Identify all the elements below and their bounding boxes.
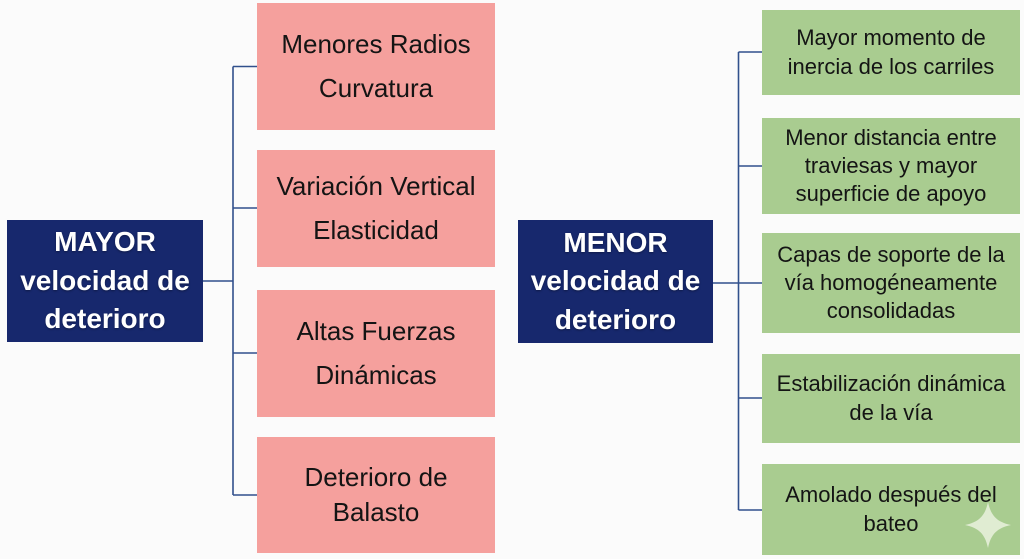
factor-node-line: Balasto	[332, 496, 420, 527]
factor-node-estabilizacion-dinamica: Estabilización dinámica de la vía	[762, 354, 1020, 443]
factor-node-deterioro-balasto: Deterioro de Balasto	[257, 437, 495, 553]
factor-node-line: consolidadas	[826, 298, 956, 324]
factor-node-altas-fuerzas: Altas Fuerzas Dinámicas	[257, 290, 495, 417]
factor-node-line: Mayor momento de	[796, 25, 986, 51]
root-node-line: deterioro	[554, 303, 677, 335]
root-node-menor-velocidad: MENOR velocidad de deterioro	[518, 220, 713, 343]
factor-node-line: Curvatura	[318, 72, 434, 103]
factor-node-line: Dinámicas	[315, 359, 437, 390]
factor-node-line: Variación Vertical	[276, 171, 476, 202]
factor-node-menores-radios: Menores Radios Curvatura	[257, 3, 495, 130]
root-node-line: deterioro	[44, 303, 166, 335]
factor-node-line: traviesas y mayor	[804, 152, 978, 178]
root-node-line: velocidad de	[530, 265, 701, 297]
factor-node-line: Deterioro de	[304, 462, 448, 493]
factor-node-line: Elasticidad	[313, 214, 439, 245]
factor-node-line: bateo	[863, 510, 919, 536]
factor-node-variacion-vertical: Variación Vertical Elasticidad	[257, 150, 495, 267]
factor-node-line: superficie de apoyo	[795, 181, 987, 207]
factor-node-distancia-traviesas: Menor distancia entre traviesas y mayor …	[762, 118, 1020, 214]
factor-node-line: Menor distancia entre	[785, 124, 997, 150]
factor-node-line: Amolado después del	[785, 482, 997, 508]
four-point-sparkle-icon	[965, 502, 1011, 548]
factor-node-line: Estabilización dinámica	[776, 371, 1006, 397]
root-node-line: MENOR	[563, 226, 668, 258]
factor-node-line: vía homogéneamente	[784, 269, 998, 295]
factor-node-line: inercia de los carriles	[787, 53, 995, 79]
factor-node-line: Altas Fuerzas	[296, 316, 456, 347]
root-node-line: MAYOR	[54, 226, 156, 258]
factor-node-amolado-bateo: Amolado después del bateo	[762, 464, 1020, 555]
root-node-line: velocidad de	[20, 264, 190, 296]
factor-node-line: Capas de soporte de la	[777, 241, 1005, 267]
factor-node-capas-soporte: Capas de soporte de la vía homogéneament…	[762, 233, 1020, 333]
factor-node-line: Menores Radios	[281, 29, 471, 60]
factor-node-line: de la vía	[849, 399, 933, 425]
factor-node-momento-inercia: Mayor momento de inercia de los carriles	[762, 10, 1020, 95]
root-node-mayor-velocidad: MAYOR velocidad de deterioro	[7, 220, 203, 342]
